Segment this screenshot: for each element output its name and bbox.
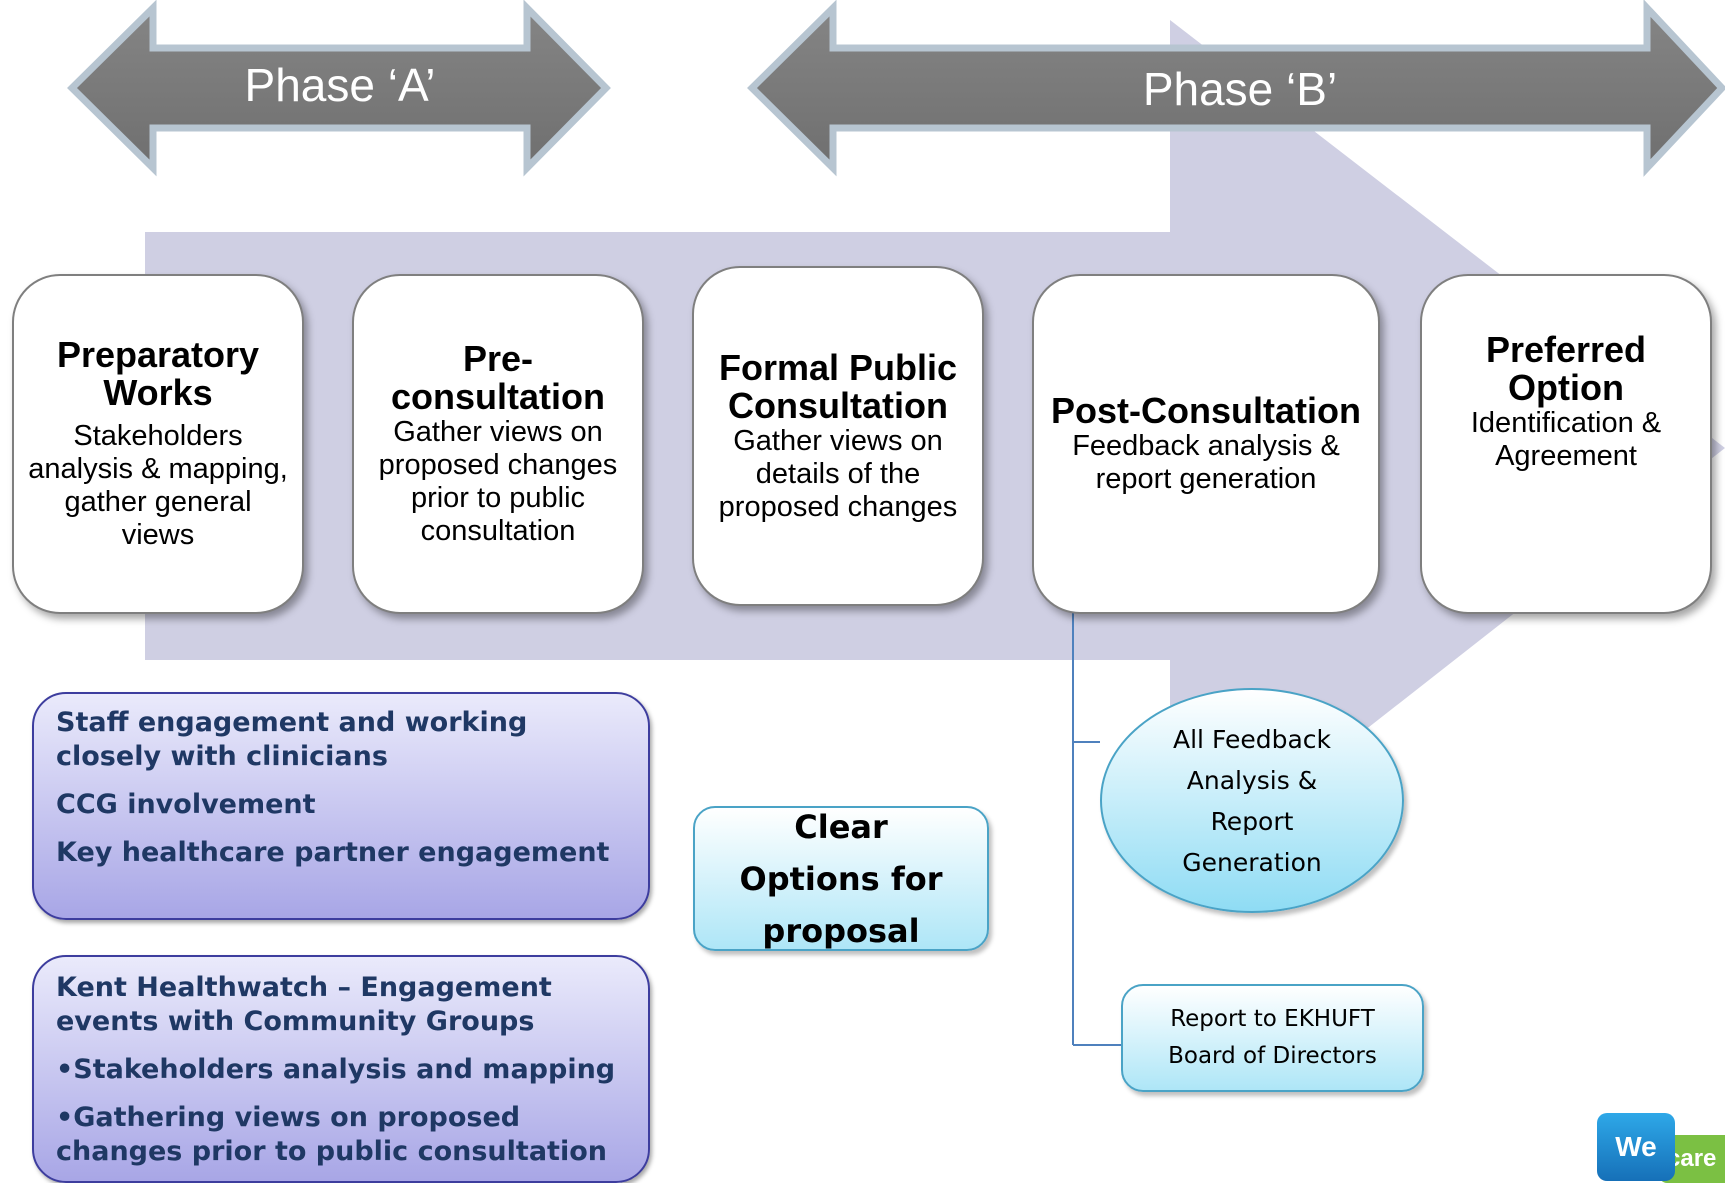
list-item: Kent Healthwatch – Engagement events wit…	[56, 972, 552, 1037]
clear-options-label: Clear Options for proposal	[739, 807, 943, 950]
post-consultation-connector	[1072, 612, 1122, 1046]
stage-description: Gather views on proposed changes prior t…	[378, 416, 618, 547]
stage-description: Identification & Agreement	[1470, 406, 1662, 472]
phase-a-label: Phase ‘A’	[244, 59, 436, 111]
stage-preparatory-works: Preparatory Works Stakeholders analysis …	[12, 274, 304, 614]
stage-title: Formal Public Consultation	[718, 346, 958, 426]
phase-b-label: Phase ‘B’	[1142, 63, 1338, 115]
feedback-analysis-label: All Feedback Analysis & Report Generatio…	[1173, 724, 1331, 877]
stage-description: Gather views on details of the proposed …	[718, 424, 958, 523]
list-item: Key healthcare partner engagement	[56, 837, 610, 868]
healthwatch-activities-box: Kent Healthwatch – Engagement events wit…	[32, 955, 650, 1183]
preconsultation-activities-box: Staff engagement and working closely wit…	[32, 692, 650, 920]
list-item: Staff engagement and working closely wit…	[56, 707, 528, 772]
stage-formal-public-consultation: Formal Public Consultation Gather views …	[692, 266, 984, 606]
we-care-logo: care We	[1597, 1113, 1725, 1183]
list-item: •Gathering views on proposed changes pri…	[56, 1102, 607, 1167]
phase-b-arrow	[747, 0, 1725, 177]
stage-title: Preparatory Works	[56, 334, 260, 413]
stage-preferred-option: Preferred Option Identification & Agreem…	[1420, 274, 1712, 614]
report-to-board-box: Report to EKHUFT Board of Directors	[1121, 984, 1424, 1092]
stage-description: Feedback analysis & report generation	[1072, 430, 1340, 495]
report-to-board-label: Report to EKHUFT Board of Directors	[1168, 1006, 1377, 1069]
list-item: CCG involvement	[56, 789, 316, 820]
stage-title: Post-Consultation	[1051, 390, 1361, 431]
feedback-analysis-oval: All Feedback Analysis & Report Generatio…	[1100, 688, 1404, 913]
stage-title: Preferred Option	[1485, 328, 1647, 408]
stage-title: Pre-consultation	[391, 338, 605, 417]
phase-a-arrow	[67, 0, 611, 177]
stage-pre-consultation: Pre-consultation Gather views on propose…	[352, 274, 644, 614]
stage-post-consultation: Post-Consultation Feedback analysis & re…	[1032, 274, 1380, 614]
stage-description: Stakeholders analysis & mapping, gather …	[28, 420, 288, 551]
logo-we-text: We	[1597, 1113, 1675, 1181]
list-item: •Stakeholders analysis and mapping	[56, 1054, 616, 1085]
clear-options-box: Clear Options for proposal	[693, 806, 989, 951]
